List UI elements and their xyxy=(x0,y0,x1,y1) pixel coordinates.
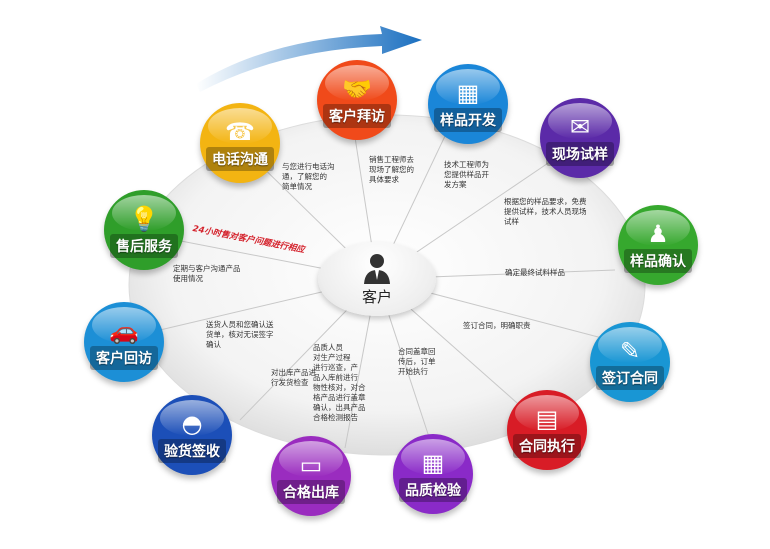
step-description: 根据您的样品要求，免费 提供试样，技术人员现场 试样 xyxy=(504,197,587,226)
step-gloss xyxy=(515,395,579,431)
step-2: ▦样品开发 xyxy=(428,64,508,144)
step-5: ✎签订合同 xyxy=(590,322,670,402)
certificate-icon: ▭ xyxy=(299,451,323,479)
step-label: 现场试样 xyxy=(546,142,614,166)
customer-person-icon xyxy=(364,254,390,284)
calendar-icon: ▦ xyxy=(421,449,445,477)
stamp-icon: ♟ xyxy=(647,220,669,248)
step-label: 品质检验 xyxy=(399,478,467,502)
step-label: 验货签收 xyxy=(158,439,226,463)
step-label: 合同执行 xyxy=(513,434,581,458)
step-7: ▦品质检验 xyxy=(393,434,473,514)
step-4: ♟样品确认 xyxy=(618,205,698,285)
step-label: 样品确认 xyxy=(624,249,692,273)
step-description: 与您进行电话沟 通，了解您的 简单情况 xyxy=(282,162,335,191)
envelope-icon: ✉ xyxy=(569,113,591,141)
lightbulb-icon: 💡 xyxy=(129,205,159,233)
step-gloss xyxy=(598,327,662,363)
step-label: 电话沟通 xyxy=(206,147,274,171)
step-9: ◓验货签收 xyxy=(152,395,232,475)
step-8: ▭合格出库 xyxy=(271,436,351,516)
step-description: 销售工程师去 现场了解您的 具体要求 xyxy=(369,155,414,184)
step-12: ☎电话沟通 xyxy=(200,103,280,183)
step-gloss xyxy=(112,195,176,231)
step-gloss xyxy=(279,441,343,477)
step-gloss xyxy=(436,69,500,105)
step-gloss xyxy=(208,108,272,144)
step-description: 合同盖章回 传后，订单 开始执行 xyxy=(398,347,436,376)
step-gloss xyxy=(325,65,389,101)
step-6: ▤合同执行 xyxy=(507,390,587,470)
step-3: ✉现场试样 xyxy=(540,98,620,178)
step-label: 合格出库 xyxy=(277,480,345,504)
step-description: 定期与客户沟通产品 使用情况 xyxy=(173,264,241,283)
step-description: 对出库产品进 行发货检查 xyxy=(271,368,316,387)
siren-icon: ◓ xyxy=(181,410,203,438)
step-1: 🤝客户拜访 xyxy=(317,60,397,140)
step-label: 客户拜访 xyxy=(323,104,391,128)
direction-arrow xyxy=(196,26,422,92)
step-gloss xyxy=(401,439,465,475)
blueprint-icon: ▦ xyxy=(456,79,480,107)
step-gloss xyxy=(548,103,612,139)
step-label: 客户回访 xyxy=(90,346,158,370)
car-icon: 🚗 xyxy=(109,317,139,345)
step-gloss xyxy=(160,400,224,436)
document-icon: ▤ xyxy=(535,405,559,433)
telephone-icon: ☎ xyxy=(225,118,255,146)
step-description: 技术工程师为 您提供样品开 发方案 xyxy=(444,160,489,189)
step-description: 签订合同，明确职责 xyxy=(463,321,531,330)
step-description: 送货人员和您确认送 货单，核对无误签字 确认 xyxy=(206,320,274,349)
step-label: 签订合同 xyxy=(596,366,664,390)
step-description: 品质人员 对生产过程 进行巡查，产 品入库前进行 物性核对，对合 格产品进行盖章… xyxy=(313,343,366,422)
step-10: 🚗客户回访 xyxy=(84,302,164,382)
step-11: 💡售后服务 xyxy=(104,190,184,270)
customer-node: 客户 xyxy=(318,242,436,316)
step-label: 售后服务 xyxy=(110,234,178,258)
pen-icon: ✎ xyxy=(619,337,641,365)
handshake-icon: 🤝 xyxy=(342,75,372,103)
step-gloss xyxy=(92,307,156,343)
step-label: 样品开发 xyxy=(434,108,502,132)
step-description: 确定最终试料样品 xyxy=(505,268,565,277)
customer-label: 客户 xyxy=(361,288,392,306)
step-gloss xyxy=(626,210,690,246)
